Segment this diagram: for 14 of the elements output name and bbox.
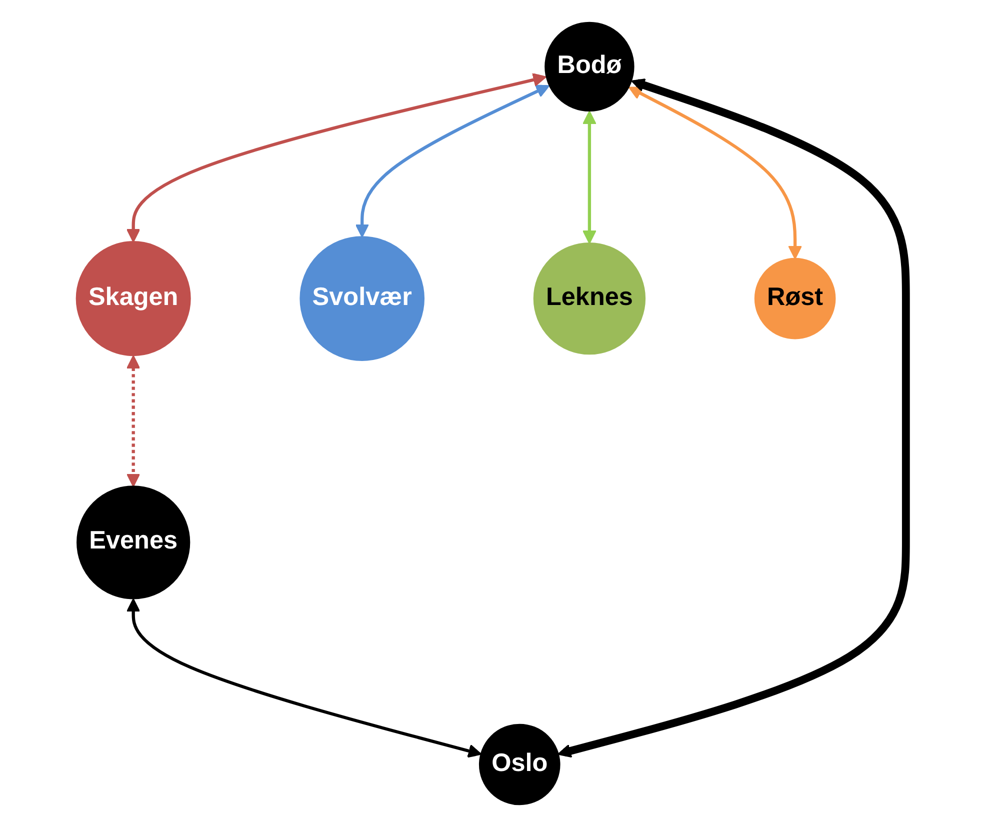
arrow [126,598,482,758]
node-circle: Oslo [478,724,560,806]
node-circle: Røst [754,258,836,340]
arrow [354,84,550,238]
arrow [628,86,802,260]
node-circle: Evenes [76,486,190,600]
node-circle: Skagen [76,241,191,356]
node-circle: Leknes [533,242,646,355]
node-circle: Svolvær [299,236,424,361]
arrow [126,355,140,487]
arrow [126,73,546,242]
arrow [582,110,596,244]
arrow [557,78,910,758]
node-circle: Bodø [544,22,634,112]
